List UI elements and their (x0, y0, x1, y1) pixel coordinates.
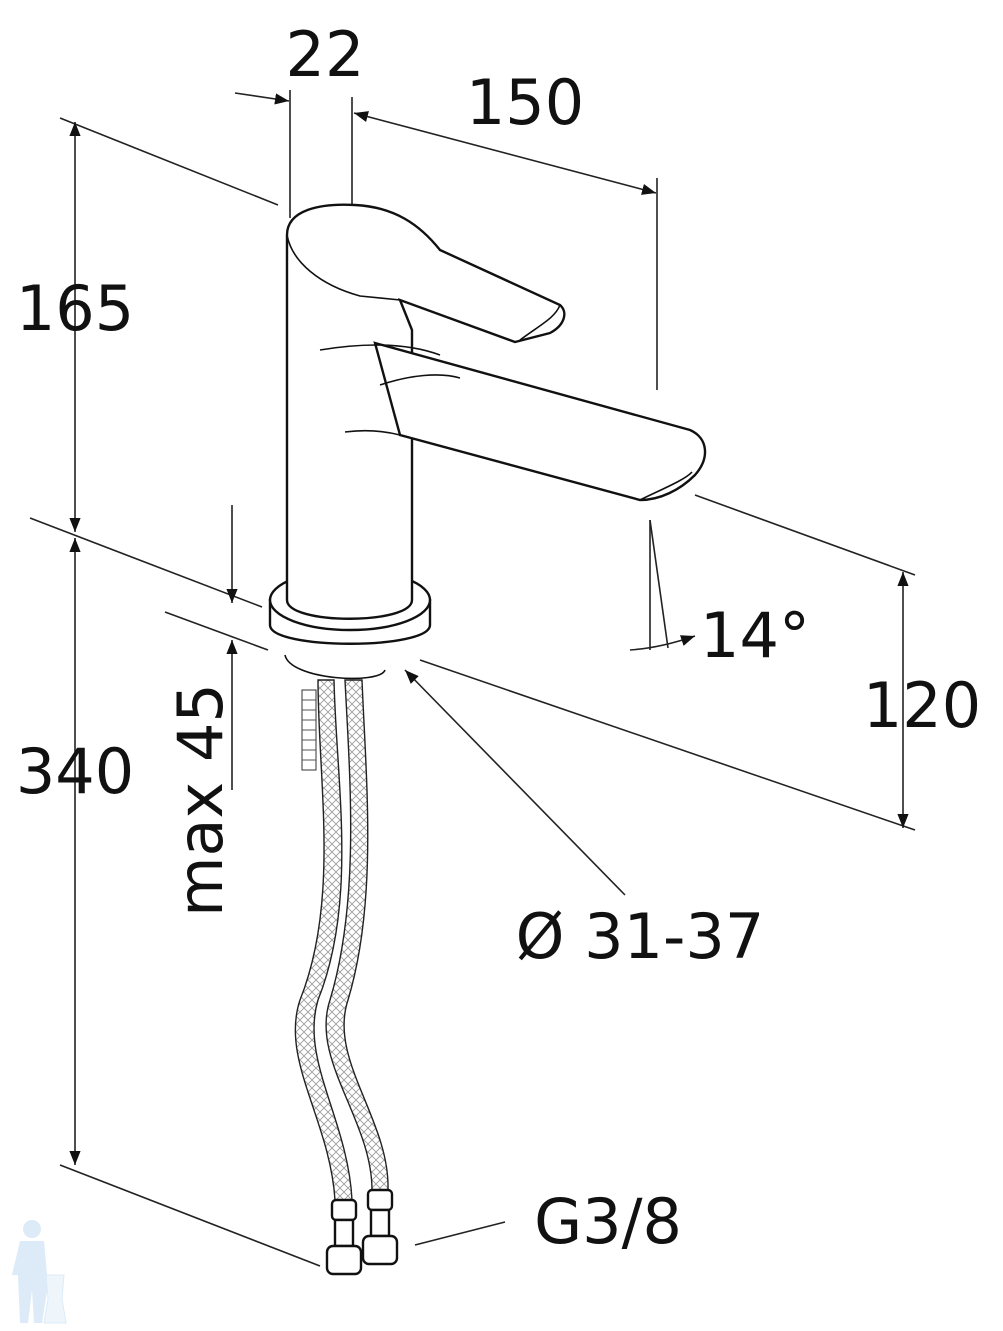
extension-lines (29, 90, 916, 1267)
dim-inlet-width: 22 (286, 18, 365, 91)
dim-hole-diameter: Ø 31-37 (516, 900, 765, 973)
supply-hoses (294, 679, 399, 1276)
plumber-watermark-icon (12, 1220, 67, 1324)
dim-hose-length: 340 (16, 735, 134, 808)
hose-nut-right (361, 1188, 399, 1266)
dim-reach: 150 (466, 66, 584, 139)
dim-connection-thread: G3/8 (534, 1185, 682, 1258)
faucet-body (285, 203, 707, 620)
dim-height-above-deck: 165 (16, 272, 134, 345)
hose-nut-left (325, 1198, 363, 1276)
dim-max-deck-thickness: max 45 (164, 683, 237, 917)
dim-spout-height: 120 (863, 669, 981, 742)
dimension-lines (69, 92, 909, 1246)
dim-spout-angle: 14° (700, 599, 810, 672)
